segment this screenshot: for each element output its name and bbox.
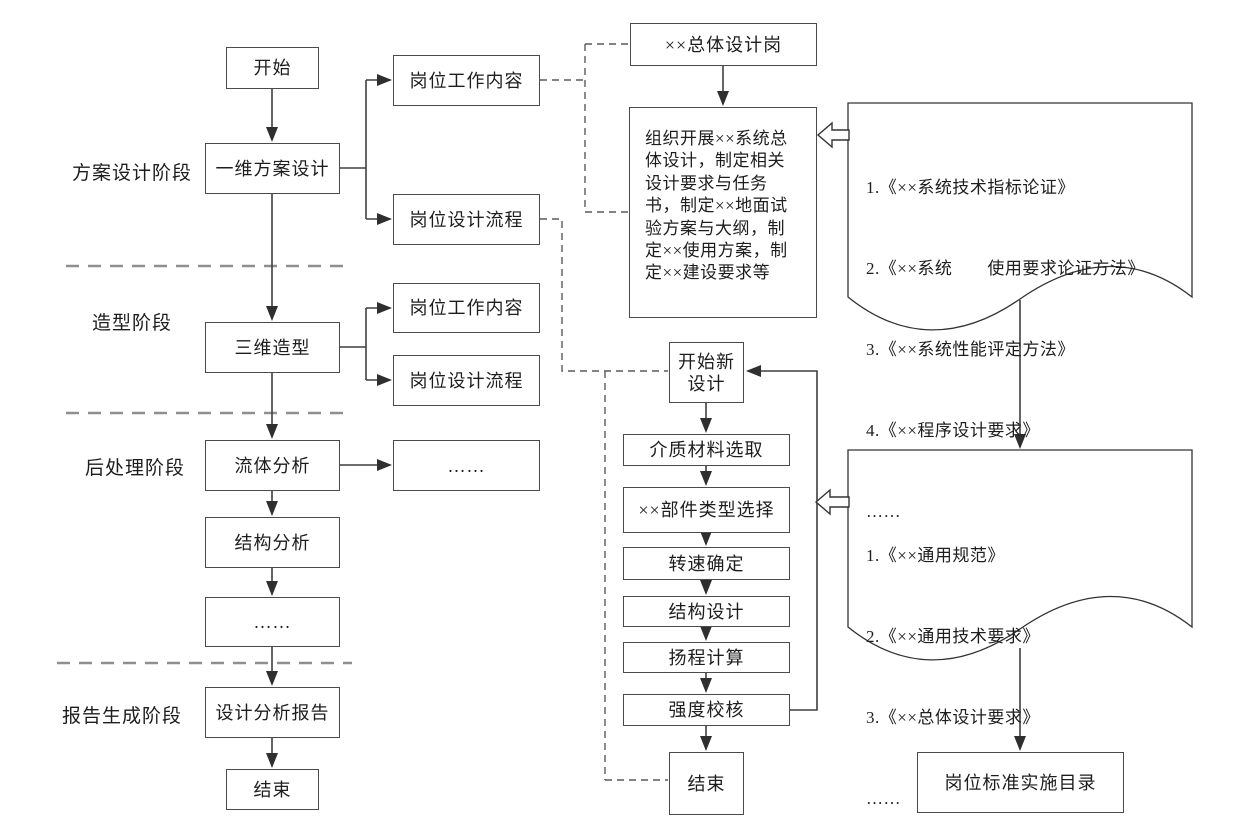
hollow-left-arrow-icon [814,488,850,516]
flow-arrows [266,66,1026,768]
node-part-type-select: ××部件类型选择 [623,487,790,533]
doc-line: 3.《××总体设计要求》 [866,708,1040,727]
doc-line: 3.《××系统性能评定方法》 [866,340,1075,359]
node-job-process-1: 岗位设计流程 [393,194,540,245]
node-job-content-2: 岗位工作内容 [393,283,540,333]
node-structure-design: 结构设计 [623,596,790,627]
phase-label-modeling: 造型阶段 [92,313,173,334]
document-shape-2 [847,449,1193,661]
doc-line: 1.《××系统技术指标论证》 [866,178,1075,197]
node-structure: 结构分析 [205,517,340,568]
phase-label-design: 方案设计阶段 [72,163,193,184]
node-job-process-2: 岗位设计流程 [393,355,540,406]
hollow-left-arrow-icon [816,121,850,149]
node-label-line: 开始新 [678,351,735,372]
node-fluid: 流体分析 [205,440,340,491]
doc-line: …… [866,502,901,521]
doc-line: 1.《××通用规范》 [866,546,1005,565]
doc-line: 2.《××系统 使用要求论证方法》 [866,259,1145,278]
node-new-design-start: 开始新 设计 [669,342,744,403]
doc-line: …… [866,789,901,808]
node-start: 开始 [226,47,319,89]
node-general-design-post: ××总体设计岗 [630,23,817,66]
node-report: 设计分析报告 [205,687,340,738]
phase-dividers [57,264,352,665]
doc-line: 4.《××程序设计要求》 [866,421,1040,440]
node-job-ellipsis: …… [393,440,540,491]
doc-line: 2.《××通用技术要求》 [866,627,1040,646]
node-duty-description: 组织开展××系统总体设计，制定相关设计要求与任务书，制定××地面试验方案与大纲，… [629,107,817,318]
node-3d-modeling: 三维造型 [205,322,340,373]
document-2-text: 1.《××通用规范》 2.《××通用技术要求》 3.《××总体设计要求》 …… [866,488,1040,830]
node-end: 结束 [226,769,319,810]
node-speed-determine: 转速确定 [623,547,790,580]
node-material-select: 介质材料选取 [623,434,790,466]
node-label-line: 设计 [687,373,726,394]
node-ellipsis: …… [205,597,340,647]
node-standard-catalog: 岗位标准实施目录 [917,752,1124,813]
document-shape-1 [847,102,1193,331]
node-design-end: 结束 [669,752,744,815]
node-1d-scheme: 一维方案设计 [205,143,340,194]
dashed-connectors [540,43,668,781]
node-head-calc: 扬程计算 [623,642,790,673]
node-job-content-1: 岗位工作内容 [393,55,540,106]
phase-label-post: 后处理阶段 [85,458,186,479]
phase-label-report: 报告生成阶段 [62,706,183,727]
document-1-text: 1.《××系统技术指标论证》 2.《××系统 使用要求论证方法》 3.《××系统… [866,120,1145,579]
node-strength-check: 强度校核 [623,694,790,726]
